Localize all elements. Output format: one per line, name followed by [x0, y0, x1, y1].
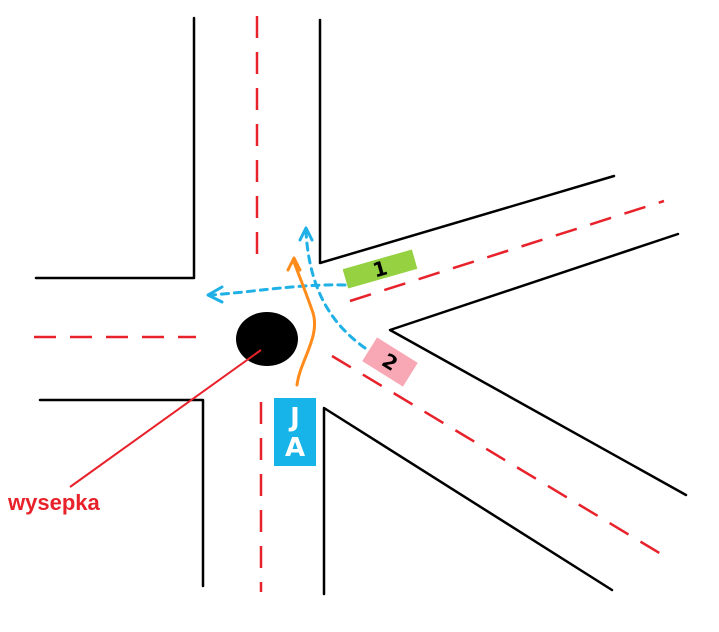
- route-car-1-left-arrowhead: [206, 285, 224, 304]
- my-car-label-line-2: A: [285, 433, 305, 463]
- road-edge-bottom-left: [38, 398, 205, 588]
- lane-line-east-lower: [331, 354, 667, 559]
- road-edges: [34, 16, 688, 596]
- car-1-label: 1: [370, 256, 390, 283]
- my-car-label-line-1: J: [288, 403, 300, 433]
- road-edge-top-right: [318, 18, 616, 265]
- route-car-2-north: [304, 230, 367, 350]
- route-car-1-left: [210, 283, 347, 297]
- car-1-body: [342, 249, 418, 289]
- car-2-body: [362, 337, 418, 387]
- island: [236, 312, 298, 366]
- lane-line-east-upper: [349, 199, 665, 303]
- road-edge-top-left: [34, 16, 196, 280]
- my-car-body: [274, 398, 316, 466]
- my-route-arrowhead: [286, 256, 302, 272]
- lane-lines: [34, 16, 667, 592]
- island-label: wysepka: [7, 490, 100, 515]
- other-routes: [206, 226, 367, 350]
- route-car-2-north-arrowhead: [298, 226, 314, 242]
- car-2: 2: [362, 337, 418, 387]
- road-edge-right-middle: [388, 232, 688, 497]
- island-pointer-line: [69, 349, 262, 488]
- my-route: [292, 260, 317, 387]
- my-car: J A: [274, 398, 316, 466]
- car-1: 1: [342, 249, 418, 289]
- road-edge-bottom-right: [322, 406, 614, 596]
